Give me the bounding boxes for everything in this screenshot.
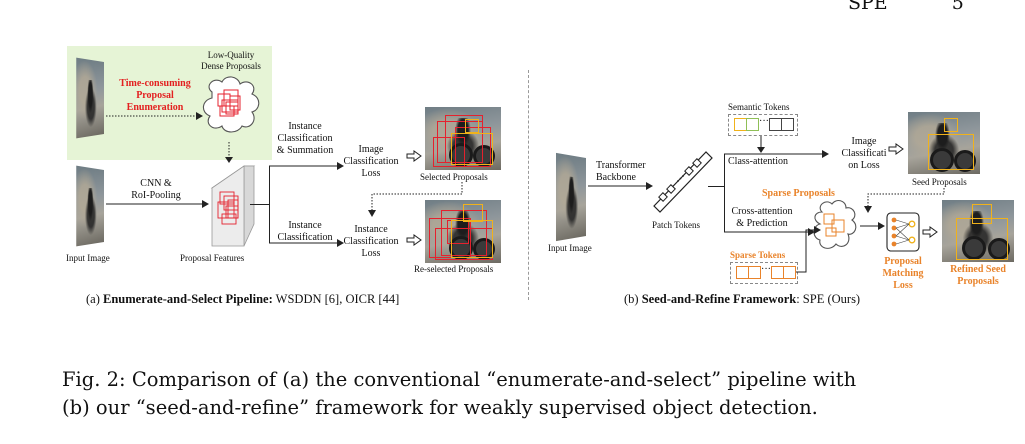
instance-cls-loss-label: Instance Classification Loss [343,224,399,259]
running-header-title: SPE [848,0,888,14]
hollow-arrow-reselected [406,234,422,246]
semantic-tokens-box: ··· [728,114,798,136]
image-cls-loss-label-b: Image Classificati on Loss [841,136,887,171]
input-image [76,165,104,247]
subcaption-b: (b) Seed-and-Refine Framework: SPE (Ours… [624,292,860,307]
sparse-tokens-label: Sparse Tokens [730,250,786,260]
cnn-arrow [106,200,209,208]
subcaption-b-prefix: (b) [624,292,642,306]
arrow-to-matching [860,222,885,230]
sparse-token [748,266,761,279]
dense-proposals-cloud [202,76,260,133]
branch-stem [250,204,270,205]
panel-b: Input Image Transformer Backbone Patch T… [530,0,1025,310]
time-consuming-label: Time-consuming Proposal Enumeration [119,78,191,113]
semantic-tokens-label: Semantic Tokens [728,102,790,112]
patch-tokens-strip [653,151,713,213]
instance-cls-summation-label: Instance Classification & Summation [276,121,334,156]
token-ellipsis: ··· [761,264,771,275]
input-image-label-b: Input Image [548,243,592,253]
sparse-proposals-label: Sparse Proposals [762,188,835,199]
transformer-arrow [588,182,653,190]
subcaption-a-bold: Enumerate-and-Select Pipeline: [103,292,273,306]
dotted-arrow-to-cloud [106,112,203,120]
patch-tokens-label: Patch Tokens [652,220,700,230]
input-image-label: Input Image [66,253,110,263]
sparse-token [783,266,796,279]
hollow-arrow-selected [406,150,422,162]
image-cls-loss-label: Image Classification Loss [343,144,399,179]
figure-caption-line-2: (b) our “seed-and-refine” framework for … [62,396,818,419]
subcaption-a: (a) Enumerate-and-Select Pipeline: WSDDN… [86,292,399,307]
proposal-matching-loss-label: Proposal Matching Loss [882,256,924,291]
subcaption-a-rest: WSDDN [6], OICR [44] [272,292,400,306]
subcaption-a-prefix: (a) [86,292,103,306]
cross-attention-label: Cross-attention & Prediction [731,206,793,229]
panel-a: Time-consuming Proposal Enumeration Low-… [0,0,525,310]
running-header: SPE 5 [848,0,964,14]
input-image-b [555,152,586,242]
refined-seed-proposals-label: Refined Seed Proposals [950,264,1006,287]
patch-stem [708,186,724,187]
reselected-proposals-image [425,200,501,263]
branch-vertical [269,166,270,243]
arrow-to-image-loss-b [724,150,829,158]
reselected-proposals-label: Re-selected Proposals [414,264,494,274]
seed-proposals-image [908,112,980,174]
semantic-token [781,118,794,131]
patch-branch-vertical [724,154,725,232]
instance-cls-label: Instance Classification [277,220,333,243]
proposal-features-label: Proposal Features [180,253,245,263]
dotted-feedback-arrow [368,182,463,217]
figure-caption-line-1: Fig. 2: Comparison of (a) the convention… [62,368,857,391]
semantic-token [746,118,759,131]
top-input-image [76,57,104,139]
selected-proposals-image [425,107,501,170]
refined-seed-proposals-image [942,200,1014,262]
subcaption-b-bold: Seed-and-Refine Framework [641,292,797,306]
transformer-backbone-label: Transformer Backbone [596,160,646,183]
seed-proposals-label: Seed Proposals [912,177,967,187]
page-number: 5 [951,0,964,14]
proposal-features-block [210,165,256,247]
token-ellipsis: ··· [759,116,769,127]
class-attention-label: Class-attention [728,156,788,167]
dotted-seed-arrow [864,188,945,213]
cnn-label: CNN & RoI-Pooling [131,178,181,201]
low-quality-label: Low-Quality Dense Proposals [201,50,261,71]
arrow-to-image-loss [269,162,344,170]
sparse-tokens-up-arrow [796,226,821,273]
hollow-arrow-refined [922,226,938,238]
hollow-arrow-seed [888,143,904,155]
sparse-tokens-box: ··· [730,262,798,284]
semantic-down-arrow [757,136,765,153]
proposal-matching-icon [886,212,920,252]
sparse-proposals-cloud [813,199,857,249]
dotted-down-arrow [225,142,233,163]
panel-separator [528,70,529,300]
arrow-to-instance-loss [269,239,344,247]
subcaption-b-rest: : SPE (Ours) [796,292,861,306]
selected-proposals-label: Selected Proposals [420,172,488,182]
